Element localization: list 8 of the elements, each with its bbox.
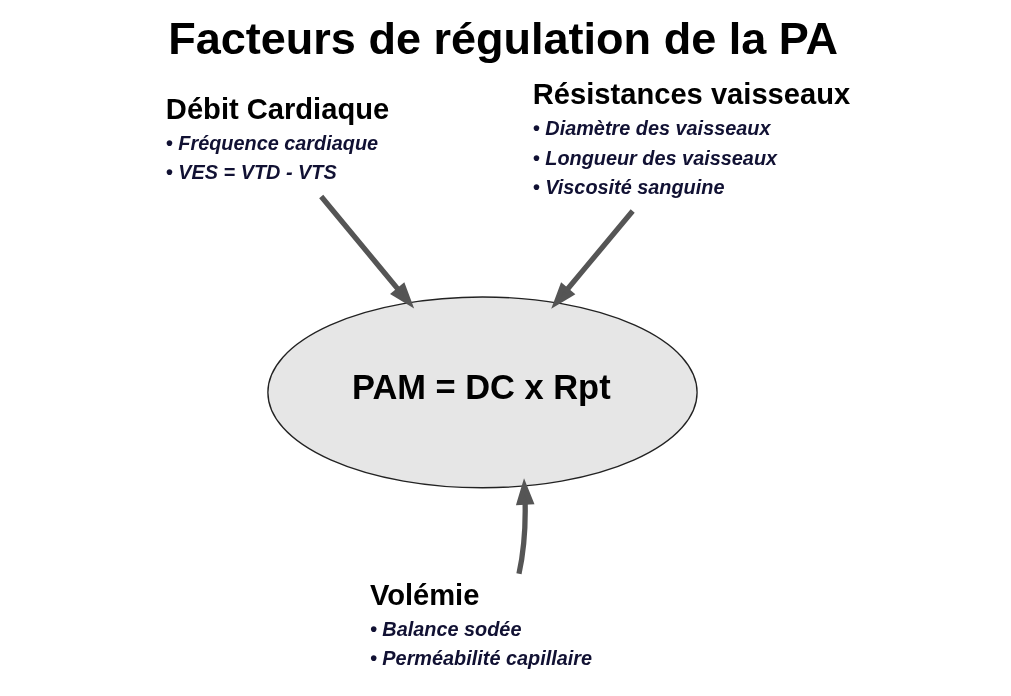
diagram-title: Facteurs de régulation de la PA bbox=[167, 12, 838, 64]
node-text: Volémie • Balance sodée • Perméabilité capillaire bbox=[369, 579, 592, 670]
node-text: Résistances vaisseaux • Diamètre des vaisseaux • Longueur des vaisseaux • Viscosité sanguine bbox=[532, 78, 850, 198]
arrow bbox=[515, 478, 535, 575]
node-ellipse: PAM = DC x Rpt bbox=[266, 296, 698, 489]
arrow bbox=[318, 194, 414, 309]
arrow bbox=[550, 209, 635, 309]
node-text: Débit Cardiaque • Fréquence cardiaque • VES = VTD - VTS bbox=[165, 92, 389, 184]
